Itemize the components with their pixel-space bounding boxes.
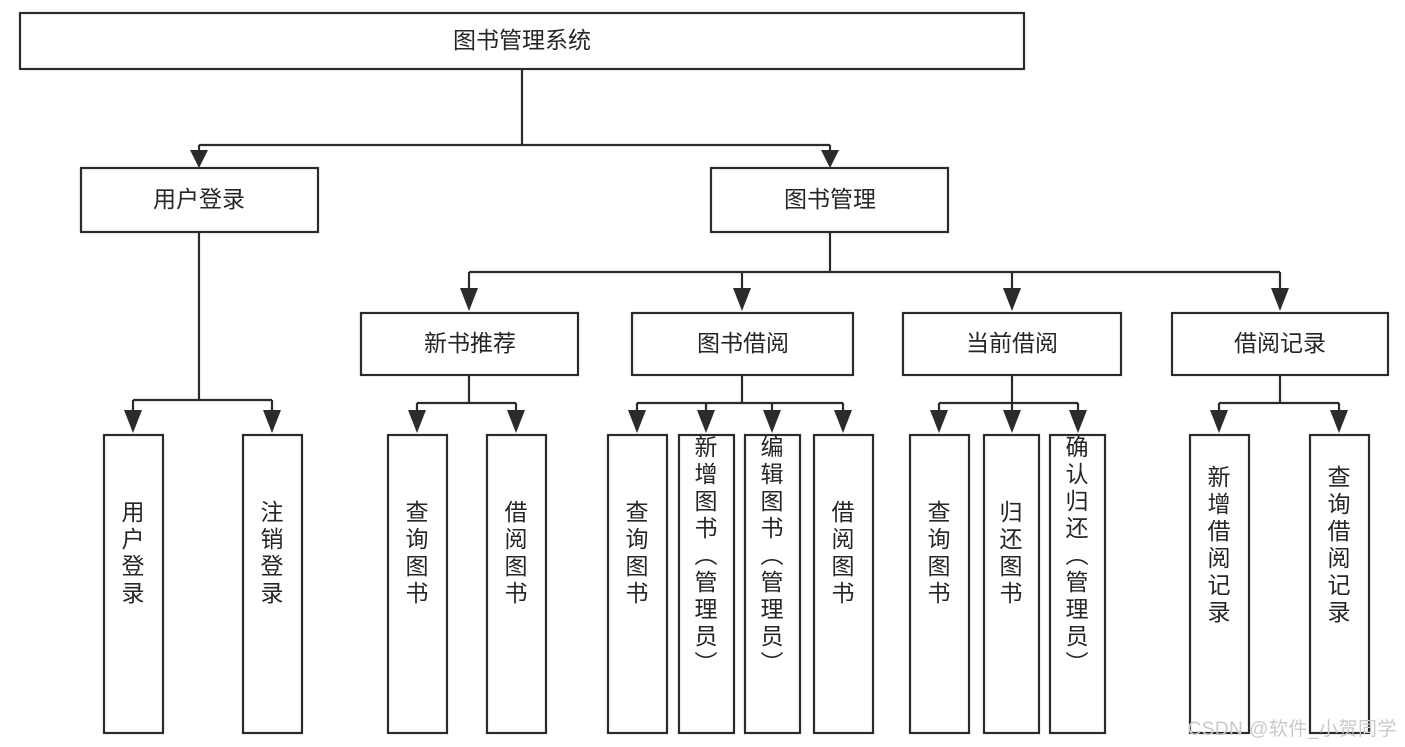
node-leaf-return-book-label: 归还图书 [1000,499,1023,606]
node-leaf-query-book-3[interactable]: 查询图书 [908,433,971,735]
node-leaf-return-book-box[interactable] [982,433,1041,735]
node-leaf-user-login[interactable]: 用户登录 [102,433,165,735]
node-root-label: 图书管理系统 [453,27,591,53]
node-leaf-user-login-box[interactable] [102,433,165,735]
arrow-head-leaf-query-book-1 [408,410,426,433]
arrow-head-new-book-recommend [460,288,478,311]
node-leaf-edit-book-box[interactable] [743,433,802,735]
arrow-head-current-borrow [1003,288,1021,311]
node-leaf-return-book[interactable]: 归还图书 [982,433,1041,735]
node-leaf-query-book-3-label: 查询图书 [928,499,951,606]
node-leaf-confirm-return-label: 确认归还︵管理员︶ [1066,434,1089,676]
node-leaf-query-book-1[interactable]: 查询图书 [386,433,449,735]
node-root-box[interactable] [18,11,1026,71]
node-leaf-logout[interactable]: 注销登录 [241,433,304,735]
arrow-head-leaf-add-record [1210,410,1228,433]
arrow-head-leaf-borrow-book-1 [507,410,525,433]
node-borrow-record-label: 借阅记录 [1234,330,1326,356]
arrow-head-leaf-query-book-2 [628,410,646,433]
arrow-head-leaf-confirm-return [1069,410,1087,433]
node-leaf-edit-book[interactable]: 编辑图书︵管理员︶ [743,433,802,735]
node-leaf-add-book[interactable]: 新增图书︵管理员︶ [677,433,736,735]
arrow-head-leaf-edit-book [763,410,781,433]
node-leaf-borrow-book-1-box[interactable] [485,433,548,735]
node-leaf-borrow-book-2-box[interactable] [812,433,875,735]
arrow-head-leaf-logout [263,410,281,433]
node-leaf-query-book-2[interactable]: 查询图书 [606,433,669,735]
arrow-head-leaf-return-book [1003,410,1021,433]
node-leaf-edit-book-label: 编辑图书︵管理员︶ [761,434,784,676]
node-new-book-recommend-box[interactable] [359,311,580,377]
node-new-book-recommend-label: 新书推荐 [424,330,516,356]
node-leaf-confirm-return[interactable]: 确认归还︵管理员︶ [1048,433,1107,735]
node-leaf-add-book-box[interactable] [677,433,736,735]
node-leaf-query-book-3-box[interactable] [908,433,971,735]
arrow-head-leaf-query-record [1330,410,1348,433]
node-borrow-record[interactable]: 借阅记录 [1170,311,1390,377]
node-book-manage-box[interactable] [709,166,950,234]
leaf-layer: 用户登录 注销登录 查询图书 借阅图书 查询图书 新增图书︵管理员︶ 编辑图书︵… [102,433,1371,735]
node-borrow-record-box[interactable] [1170,311,1390,377]
connector-layer [124,69,1348,433]
node-book-manage-label: 图书管理 [784,186,876,212]
node-leaf-borrow-book-2[interactable]: 借阅图书 [812,433,875,735]
node-leaf-add-record-label: 新增借阅记录 [1208,464,1231,625]
arrow-head-leaf-query-book-3 [930,410,948,433]
arrow-head-book-borrow [733,288,751,311]
node-book-manage[interactable]: 图书管理 [709,166,950,234]
node-leaf-user-login-label: 用户登录 [122,499,145,606]
node-leaf-query-record-label: 查询借阅记录 [1328,464,1351,625]
node-leaf-query-book-2-box[interactable] [606,433,669,735]
node-book-borrow[interactable]: 图书借阅 [630,311,855,377]
arrow-head-book-manage [821,150,839,168]
node-leaf-logout-box[interactable] [241,433,304,735]
node-leaf-logout-label: 注销登录 [261,499,284,606]
node-leaf-query-record-box[interactable] [1308,433,1371,735]
node-leaf-borrow-book-1-label: 借阅图书 [505,499,528,606]
node-leaf-add-book-label: 新增图书︵管理员︶ [695,434,718,676]
arrow-head-leaf-add-book [697,410,715,433]
arrow-head-borrow-record [1271,288,1289,311]
node-current-borrow-label: 当前借阅 [966,330,1058,356]
node-user-login-box[interactable] [79,166,320,234]
node-leaf-add-record[interactable]: 新增借阅记录 [1188,433,1251,735]
arrow-head-leaf-borrow-book-2 [834,410,852,433]
node-leaf-query-book-1-box[interactable] [386,433,449,735]
node-user-login[interactable]: 用户登录 [79,166,320,234]
node-user-login-label: 用户登录 [153,186,245,212]
node-leaf-query-record[interactable]: 查询借阅记录 [1308,433,1371,735]
node-leaf-confirm-return-box[interactable] [1048,433,1107,735]
node-leaf-borrow-book-1[interactable]: 借阅图书 [485,433,548,735]
node-leaf-query-book-1-label: 查询图书 [406,499,429,606]
node-current-borrow-box[interactable] [901,311,1123,377]
node-new-book-recommend[interactable]: 新书推荐 [359,311,580,377]
arrow-head-user-login [190,150,208,168]
node-current-borrow[interactable]: 当前借阅 [901,311,1123,377]
node-book-borrow-box[interactable] [630,311,855,377]
node-leaf-add-record-box[interactable] [1188,433,1251,735]
node-book-borrow-label: 图书借阅 [697,330,789,356]
node-leaf-borrow-book-2-label: 借阅图书 [832,499,855,606]
arrow-head-leaf-user-login [124,410,142,433]
node-leaf-query-book-2-label: 查询图书 [626,499,649,606]
node-root[interactable]: 图书管理系统 [18,11,1026,71]
